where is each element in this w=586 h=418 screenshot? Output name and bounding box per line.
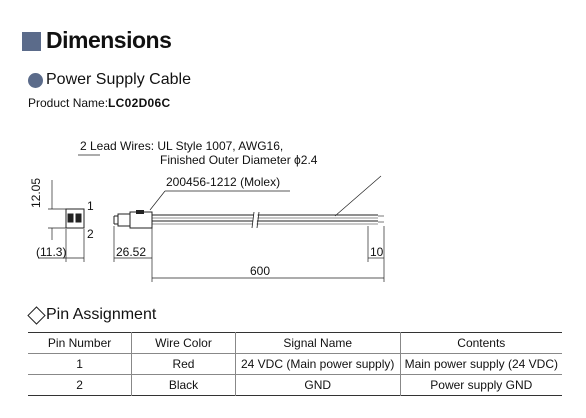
dim-connector-label: 26.52 — [116, 245, 146, 259]
header-contents: Contents — [399, 332, 562, 354]
heading-square-icon — [22, 32, 41, 51]
callout-line1: 2 Lead Wires: UL Style 1007, AWG16, — [80, 139, 283, 153]
dim-length-label: 600 — [250, 264, 270, 278]
section-bullet-icon — [28, 73, 43, 88]
section-title: Power Supply Cable — [46, 71, 191, 88]
header-pin-number: Pin Number — [47, 336, 112, 350]
table-header-row: Pin Number Wire Color Signal Name Conten… — [28, 332, 562, 354]
cell-pin-number: 1 — [76, 357, 83, 371]
callout-line2: Finished Outer Diameter ϕ2.4 — [160, 153, 318, 167]
dim-height-label: 12.05 — [29, 178, 43, 208]
cell-signal-name: GND — [234, 374, 401, 396]
pin2-label: 2 — [87, 227, 94, 241]
cell-pin-number: 2 — [76, 378, 83, 392]
cell-wire-color: Red — [131, 353, 236, 375]
header-wire-color: Wire Color — [131, 332, 236, 354]
cable-dimension-diagram: 12.05 (11.3) 1 2 26.52 600 10 2 Lead Wir… — [29, 139, 385, 282]
pin-assignment-table: Pin Number Wire Color Signal Name Conten… — [28, 332, 562, 396]
connector-label: 200456-1212 (Molex) — [166, 175, 280, 189]
cell-contents: Power supply GND — [399, 374, 562, 396]
table-row: 1 Red 24 VDC (Main power supply) Main po… — [28, 353, 562, 375]
cell-signal-name: 24 VDC (Main power supply) — [234, 353, 401, 375]
cell-contents: Main power supply (24 VDC) — [399, 353, 562, 375]
dim-strip-label: 10 — [370, 245, 384, 259]
page-title: Dimensions — [46, 27, 172, 53]
dim-width-label: (11.3) — [36, 245, 66, 259]
pin1-label: 1 — [87, 199, 94, 213]
product-name: Product Name:LC02D06C — [28, 96, 170, 110]
diamond-icon — [27, 306, 46, 325]
product-name-label: Product Name: — [28, 96, 109, 110]
cell-wire-color: Black — [131, 374, 236, 396]
product-name-value: LC02D06C — [108, 96, 171, 110]
header-signal-name: Signal Name — [234, 332, 401, 354]
pin-assignment-title: Pin Assignment — [46, 306, 157, 323]
table-row: 2 Black GND Power supply GND — [28, 374, 562, 396]
